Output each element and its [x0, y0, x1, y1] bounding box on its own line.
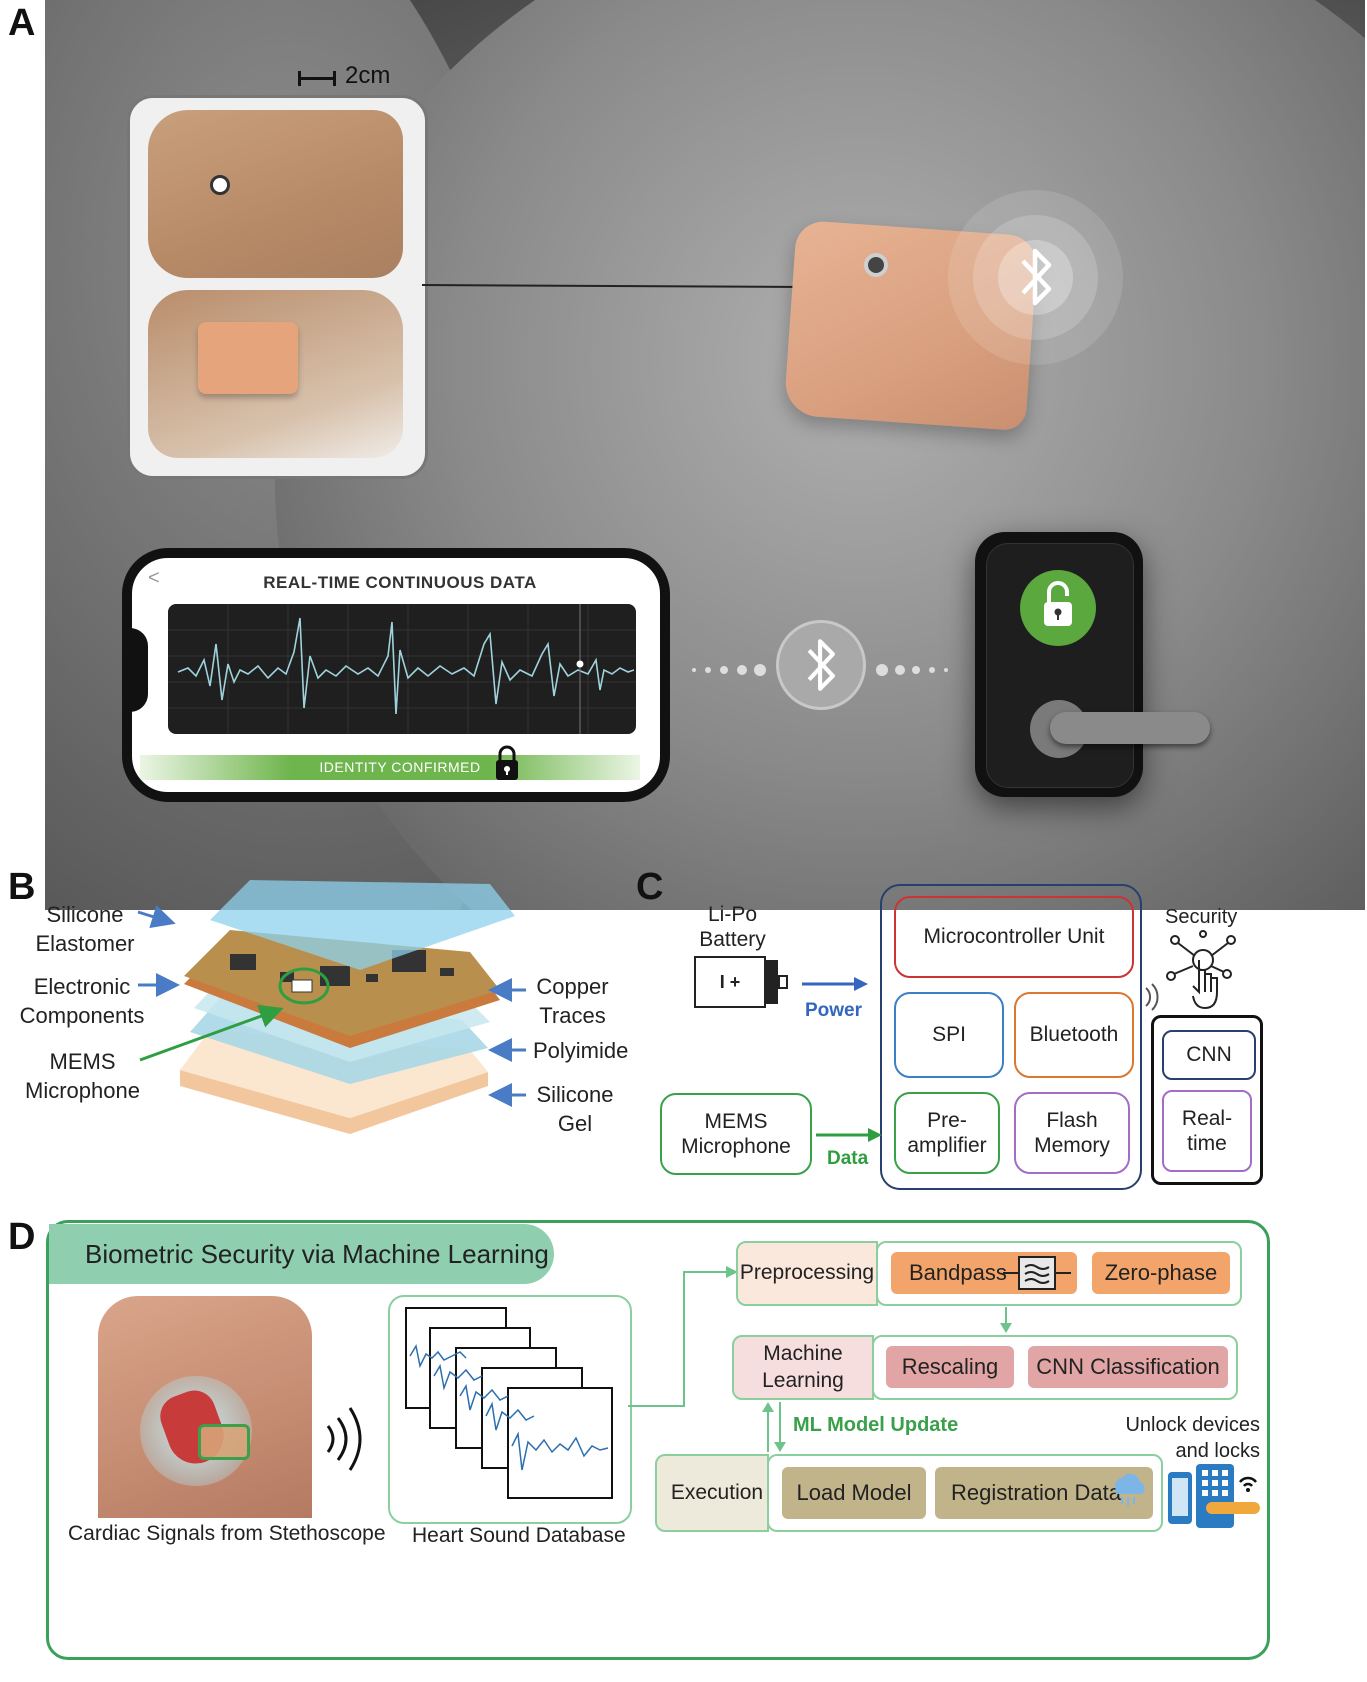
wireless-signal-icon — [1145, 983, 1159, 1011]
heart-sound-waveform — [168, 604, 636, 734]
unlock-icon — [1044, 581, 1072, 626]
execution-stage — [655, 1454, 769, 1532]
cloud-icon — [1114, 1473, 1145, 1506]
patch-on-chest — [198, 1424, 250, 1460]
lock-icon — [496, 745, 518, 780]
ml-row — [872, 1335, 1238, 1400]
ml-update-arrows — [762, 1402, 786, 1452]
data-arrow — [816, 1128, 882, 1142]
realtime-box: Real-time — [1162, 1090, 1252, 1172]
bluetooth-link-icon — [807, 639, 835, 691]
security-label: Security — [1165, 906, 1238, 928]
battery-plug — [778, 975, 788, 989]
database-frame — [388, 1295, 632, 1524]
security-module-frame — [1151, 1015, 1263, 1185]
power-label: Power — [805, 1000, 863, 1021]
mcu-box: Microcontroller Unit — [894, 896, 1134, 978]
pre-to-ml-arrow — [1000, 1307, 1012, 1333]
unlock-label: Unlock devices and locks — [1125, 1414, 1260, 1462]
label-copper-traces: Copper Traces — [536, 974, 609, 1028]
patch-on-skin — [198, 322, 298, 394]
execution-row — [767, 1454, 1163, 1532]
panel-d-label: D — [8, 1216, 36, 1258]
flash-memory-box: Flash Memory — [1014, 1092, 1130, 1174]
label-silicone-gel: Silicone Gel — [536, 1082, 614, 1136]
panel-b-arrows — [137, 905, 526, 1107]
ml-update-label: ML Model Update — [793, 1414, 959, 1436]
patch-mic-icon — [864, 253, 888, 277]
panel-a-label: A — [8, 2, 36, 44]
identity-label: IDENTITY CONFIRMED — [319, 759, 481, 775]
registration-data-label: Registration Data — [951, 1480, 1121, 1505]
security-touch-icon — [1166, 930, 1236, 1010]
microphone-port-icon — [210, 175, 230, 195]
spi-box: SPI — [894, 992, 1004, 1078]
data-label: Data — [827, 1148, 869, 1169]
phone-notch — [122, 628, 148, 712]
zero-phase-chip: Zero-phase — [1092, 1252, 1230, 1294]
bandpass-label: Bandpass — [909, 1260, 1007, 1285]
scale-bar-tick-left — [298, 71, 301, 86]
panel-c-label: C — [636, 866, 664, 908]
panel-d-title: Biometric Security via Machine Learning — [49, 1224, 554, 1284]
caption-cardiac-signals: Cardiac Signals from Stethoscope — [68, 1522, 386, 1545]
mcu-module-frame — [880, 884, 1142, 1190]
mems-box: MEMS Microphone — [660, 1093, 812, 1175]
caption-heart-sound-db: Heart Sound Database — [412, 1524, 626, 1547]
phone-and-lock-icon — [1168, 1464, 1260, 1528]
label-polyimide: Polyimide — [533, 1038, 629, 1063]
ml-stage — [732, 1335, 874, 1400]
battery-icon: I + — [694, 956, 766, 1008]
label-silicone-elastomer: Silicone Elastomer — [35, 902, 135, 956]
battery-label: Li-Po Battery — [699, 903, 766, 951]
cnn-box: CNN — [1162, 1030, 1256, 1080]
filter-icon — [1003, 1256, 1071, 1290]
phone-title: REAL-TIME CONTINUOUS DATA — [263, 573, 537, 592]
preprocessing-label: Preprocessing — [739, 1261, 875, 1285]
bt-link-dots — [692, 664, 948, 676]
scale-bar — [298, 77, 336, 80]
bluetooth-box: Bluetooth — [1014, 992, 1134, 1078]
label-mems-microphone: MEMS Microphone — [25, 1049, 140, 1103]
power-arrow — [802, 977, 868, 991]
preprocessing-stage — [736, 1241, 878, 1306]
rescaling-chip: Rescaling — [886, 1346, 1014, 1388]
ecg-screen — [168, 604, 636, 734]
preprocessing-row — [876, 1241, 1242, 1306]
identity-confirmed-bar — [140, 755, 640, 780]
panel-b-label: B — [8, 866, 36, 908]
scale-bar-tick-right — [333, 71, 336, 86]
execution-label: Execution — [670, 1480, 764, 1504]
cnn-classification-chip: CNN Classification — [1028, 1346, 1228, 1388]
signal-waves-icon — [326, 1407, 362, 1471]
label-electronic-components: Electronic Components — [19, 974, 145, 1028]
panel-d-frame — [46, 1220, 1270, 1660]
ml-label: Machine Learning — [762, 1342, 844, 1392]
preamp-box: Pre-amplifier — [894, 1092, 1000, 1174]
load-model-chip: Load Model — [782, 1467, 926, 1519]
db-to-preprocessing-arrow — [628, 1266, 738, 1407]
waveform-stack — [405, 1307, 613, 1499]
back-button[interactable]: < — [148, 567, 160, 589]
scale-label: 2cm — [345, 62, 391, 89]
door-handle[interactable] — [1050, 712, 1210, 744]
bluetooth-icon — [1021, 248, 1052, 306]
battery-terminal — [766, 960, 778, 1004]
chest-photo-top — [148, 110, 403, 278]
